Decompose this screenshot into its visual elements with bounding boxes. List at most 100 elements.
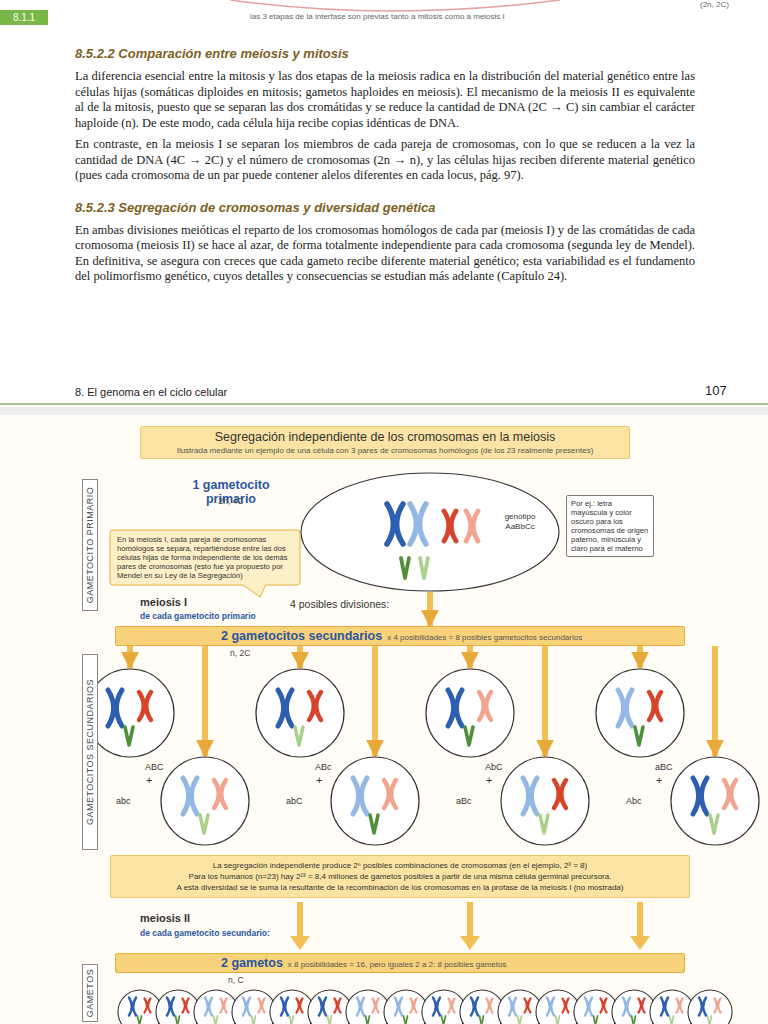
chromosome [523, 778, 537, 814]
cell-membrane [426, 669, 514, 757]
chromosome [547, 998, 554, 1016]
circle-outline [330, 756, 420, 846]
gamete-cell [574, 990, 618, 1024]
gamete-cell [384, 990, 428, 1024]
node-text: x 4 posibilidades = 8 posibles gametocit… [387, 633, 582, 642]
chromosome [466, 511, 478, 541]
secondary-gametocyte: AbC [425, 668, 515, 758]
secondary-gametocyte: ABC [85, 668, 175, 758]
cell-membrane [671, 757, 759, 845]
arrow-connector [372, 646, 378, 756]
chromosome [677, 999, 683, 1013]
footer-rule [0, 403, 768, 405]
chromosome [290, 1016, 294, 1024]
gamete-cells [118, 990, 732, 1024]
arrow-connector [127, 646, 133, 668]
chromosome [373, 999, 379, 1013]
section-tag: 8.1.1 [0, 10, 48, 25]
chromosome [221, 999, 227, 1013]
figure-ground [0, 415, 768, 1024]
chromosome [145, 999, 151, 1013]
circle-outline [160, 756, 250, 846]
chromosome [319, 998, 326, 1016]
gamete-cell [194, 990, 238, 1024]
chromosomes [387, 504, 478, 578]
chromosome [309, 692, 321, 720]
cell-membrane [301, 473, 559, 591]
chromosome [214, 780, 226, 808]
chromosome [601, 999, 607, 1013]
node-text: En la meiosis I, cada pareja de cromosom… [117, 535, 293, 580]
cell-membrane [596, 669, 684, 757]
chromosome [661, 998, 668, 1016]
chromosome [281, 998, 288, 1016]
chromosome [183, 999, 189, 1013]
node-text: Para los humanos (n=23) hay 2²³ = 8,4 mi… [119, 871, 681, 882]
chromosome [563, 999, 569, 1013]
chromosome [693, 778, 707, 814]
chromosome [509, 998, 516, 1016]
step-label: meiosis I [140, 596, 187, 608]
caption-text: (2n, 2C) [700, 0, 760, 9]
node-text: ABC [145, 762, 164, 772]
node-text: A esta diversidad se le suma la resultan… [119, 882, 681, 893]
chromosome [618, 690, 632, 726]
chromosome [357, 998, 364, 1016]
secondary-gametocyte: abc [160, 756, 250, 846]
cell-membrane [331, 757, 419, 845]
chromosome [518, 1016, 522, 1024]
arrow-connector [712, 646, 718, 756]
chromosome [252, 1016, 256, 1024]
chromosome [487, 999, 493, 1013]
step-label: meiosis II [140, 912, 190, 924]
chromosome [623, 998, 630, 1016]
chromosome [699, 998, 706, 1016]
chromosomes [108, 690, 151, 745]
step-label: 4 posibles divisiones: [290, 598, 389, 610]
node-text: aBc [456, 796, 472, 806]
note-box: Por ej.: letra mayúscula y color oscuro … [566, 495, 654, 557]
chromosome [129, 998, 136, 1016]
plus-sign: + [146, 774, 152, 786]
ellipse-outline [300, 472, 560, 592]
chromosome [670, 1016, 674, 1024]
step-note: de cada gametocito secundario: [140, 928, 270, 938]
node-text: Ilustrada mediante un ejemplo de una cél… [149, 446, 621, 455]
chromosome [401, 558, 409, 578]
chromosome [200, 815, 208, 833]
gamete-cell [612, 990, 656, 1024]
chromosome [471, 998, 478, 1016]
node-text: x 8 posibilidades = 16, pero iguales 2 a… [288, 960, 507, 969]
chromosome [108, 690, 122, 726]
circle-outline [595, 668, 685, 758]
plus-sign: + [316, 774, 322, 786]
chromosome [125, 727, 133, 745]
title-band: Segregación independiente de los cromoso… [140, 426, 630, 459]
node-text: Segregación independiente de los cromoso… [149, 430, 621, 444]
gamete-cell [536, 990, 580, 1024]
chromosome [278, 690, 292, 726]
chromosome [411, 999, 417, 1013]
secondary-gametocyte: aBc [500, 756, 590, 846]
chromosome [404, 1016, 408, 1024]
running-footer: 8. El genoma en el ciclo celular [75, 386, 227, 398]
gamete-cell [498, 990, 542, 1024]
chromosome [366, 1016, 370, 1024]
speech-bubble: En la meiosis I, cada pareja de cromosom… [110, 530, 300, 585]
plus-sign: + [656, 774, 662, 786]
gamete-cell [156, 990, 200, 1024]
info-band: La segregación independiente produce 2ⁿ … [110, 855, 690, 898]
gamete-cell [232, 990, 276, 1024]
paragraph: En ambas divisiones meióticas el reparto… [75, 223, 695, 285]
chromosomes [183, 778, 226, 833]
primary-gametocyte: 1 gametocito primario2n, 4C [300, 472, 560, 592]
gamete-cell [688, 990, 732, 1024]
chromosome [525, 999, 531, 1013]
chromosome [540, 815, 548, 833]
chromosome [632, 1016, 636, 1024]
arrow-connector [467, 646, 473, 668]
arrow-connector [427, 592, 433, 626]
cell-membrane [501, 757, 589, 845]
secondary-gametocyte: Abc [670, 756, 760, 846]
